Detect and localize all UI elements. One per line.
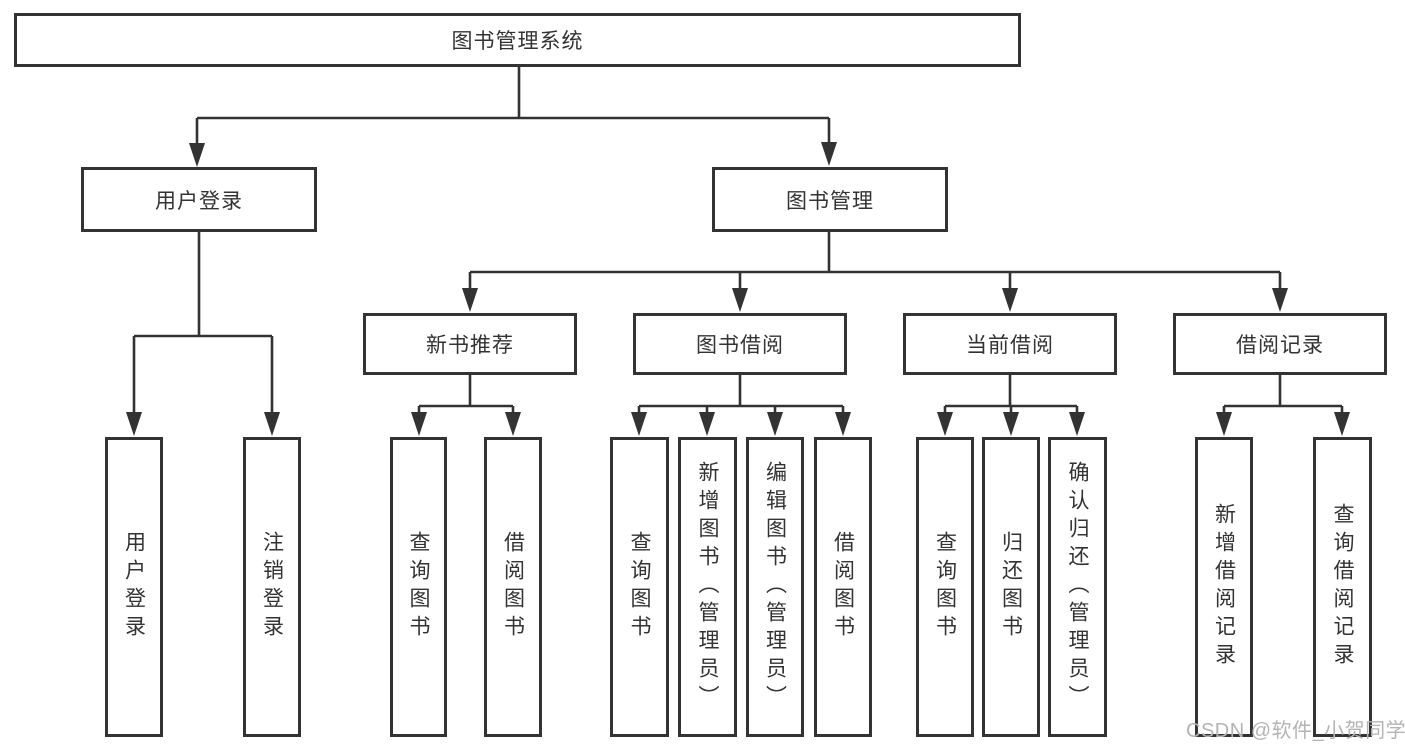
leaf-label: 借阅图书 [831,531,855,643]
leaf-query-books-2: 查询图书 [610,437,669,737]
node-book-borrowing: 图书借阅 [633,313,847,375]
leaf-borrow-books-2: 借阅图书 [814,437,872,737]
leaf-label: 查询图书 [628,531,651,643]
leaf-user-login: 用户登录 [105,437,163,737]
leaf-label: 新增图书（管理员） [696,461,719,713]
leaf-query-borrow-record: 查询借阅记录 [1313,437,1372,737]
node-library-management-system: 图书管理系统 [14,13,1021,67]
leaf-return-book: 归还图书 [982,437,1040,737]
leaf-label: 归还图书 [999,531,1023,643]
leaf-label: 查询图书 [407,531,430,643]
leaf-label: 注销登录 [260,531,284,643]
leaf-label: 确认归还（管理员） [1066,461,1089,713]
leaf-confirm-return-admin: 确认归还（管理员） [1048,437,1107,737]
leaf-add-book-admin: 新增图书（管理员） [678,437,737,737]
leaf-logout: 注销登录 [243,437,301,737]
leaf-label: 新增借阅记录 [1212,503,1236,671]
node-user-login: 用户登录 [81,167,317,232]
leaf-label: 用户登录 [122,531,146,643]
node-label: 用户登录 [155,189,243,213]
node-label: 借阅记录 [1236,334,1324,357]
leaf-label: 查询借阅记录 [1331,503,1354,671]
leaf-add-borrow-record: 新增借阅记录 [1195,437,1253,737]
leaf-query-books-3: 查询图书 [916,437,974,737]
node-borrowing-records: 借阅记录 [1173,313,1387,375]
node-label: 当前借阅 [966,334,1054,357]
node-label: 图书管理 [786,189,874,213]
node-label: 图书管理系统 [451,30,584,53]
node-new-book-recommendation: 新书推荐 [363,313,577,375]
node-label: 新书推荐 [426,334,514,357]
leaf-label: 编辑图书（管理员） [763,461,787,713]
csdn-watermark: CSDN @软件_小贺同学 [1186,720,1405,742]
node-label: 图书借阅 [696,334,784,357]
leaf-label: 查询图书 [933,531,957,643]
node-book-management: 图书管理 [712,167,948,232]
leaf-edit-book-admin: 编辑图书（管理员） [746,437,804,737]
leaf-query-books-1: 查询图书 [390,437,447,737]
leaf-borrow-books-1: 借阅图书 [484,437,542,737]
node-current-borrowing: 当前借阅 [903,313,1117,375]
leaf-label: 借阅图书 [501,531,525,643]
